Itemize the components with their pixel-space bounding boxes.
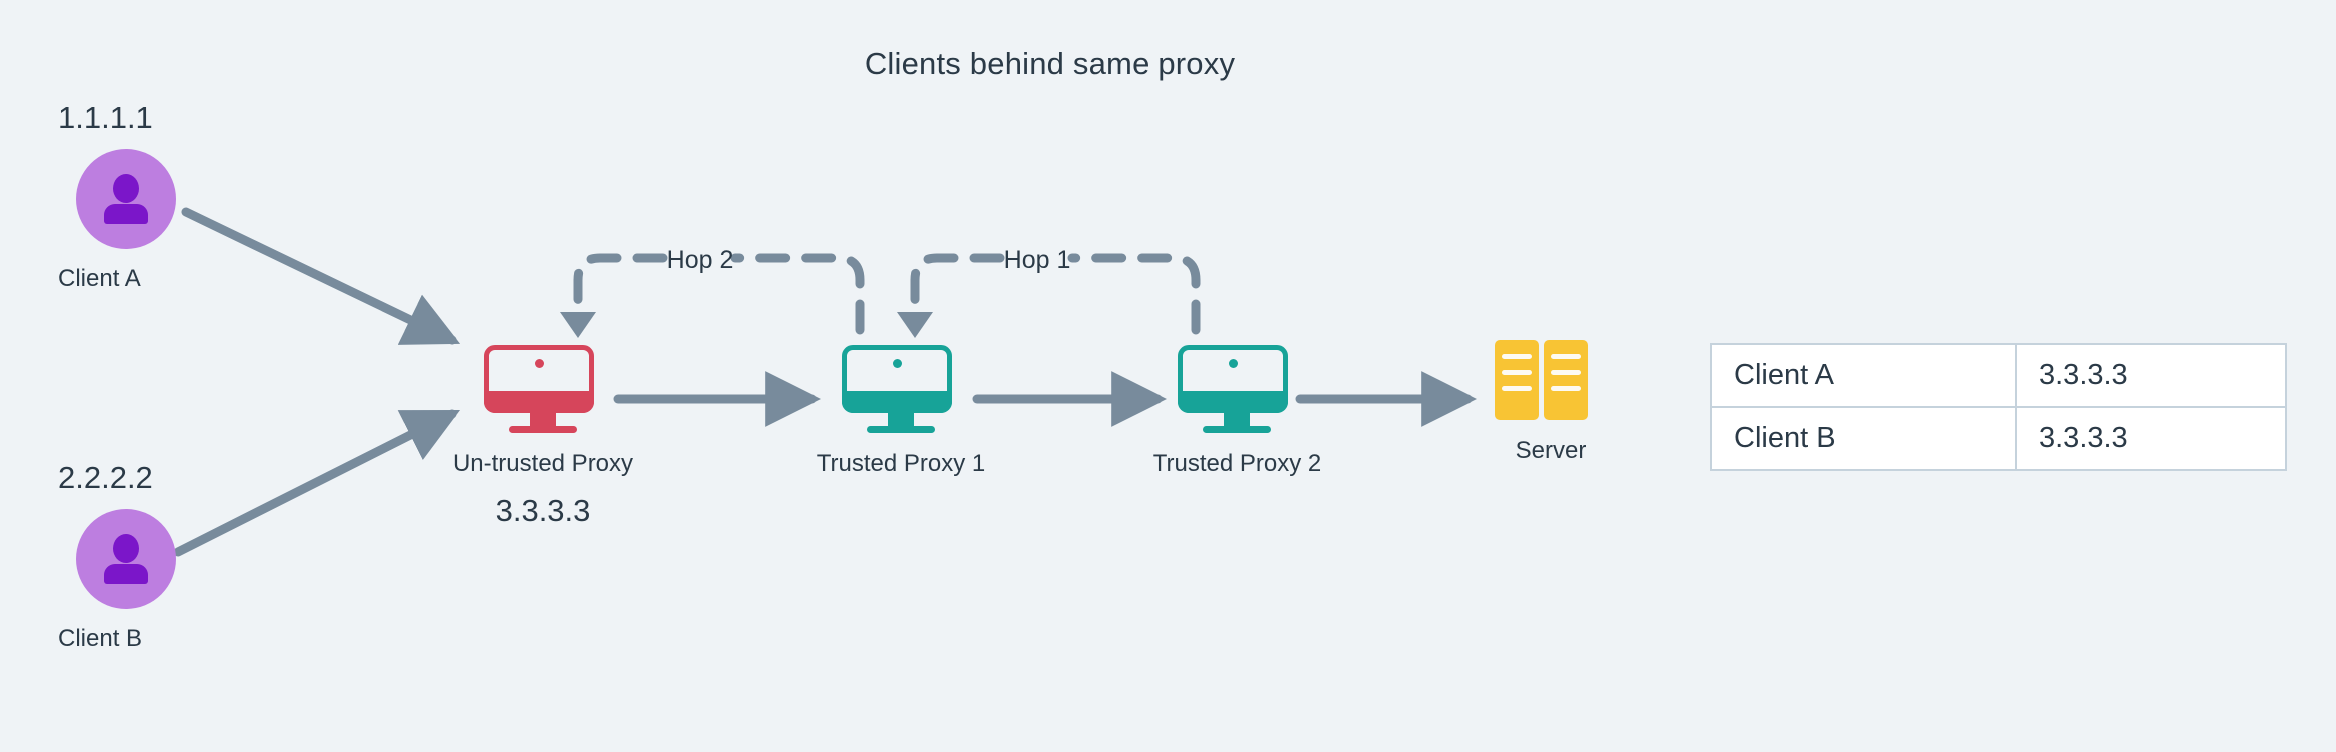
- server-slot-line: [1551, 354, 1581, 359]
- monitor-stand-neck: [530, 413, 556, 426]
- table-cell-client: Client B: [1710, 406, 2017, 471]
- trusted-proxy-1-label: Trusted Proxy 1: [816, 450, 986, 477]
- trusted-proxy-1-node[interactable]: Trusted Proxy 1: [817, 345, 985, 478]
- server-slot-line: [1502, 354, 1532, 359]
- monitor-stand-foot: [867, 426, 935, 433]
- monitor-stand-foot: [1203, 426, 1271, 433]
- client-b-node[interactable]: 2.2.2.2 Client B: [56, 460, 266, 653]
- untrusted-proxy-label: Un-trusted Proxy: [452, 450, 634, 477]
- hop-1-arrowhead-icon: [897, 312, 933, 338]
- trusted-proxy-2-node[interactable]: Trusted Proxy 2: [1153, 345, 1321, 478]
- monitor-stand-neck: [888, 413, 914, 426]
- client-b-ip: 2.2.2.2: [58, 460, 153, 495]
- monitor-base-band: [842, 391, 952, 413]
- server-label: Server: [1515, 437, 1587, 464]
- server-slot-line: [1551, 370, 1581, 375]
- avatar-body-shape: [104, 564, 148, 584]
- monitor-stand-neck: [1224, 413, 1250, 426]
- table-cell-ip: 3.3.3.3: [2015, 343, 2287, 408]
- server-rack-left: [1495, 340, 1539, 420]
- hop-2-label: Hop 2: [667, 246, 734, 274]
- server-slot-line: [1502, 386, 1532, 391]
- server-slot-line: [1502, 370, 1532, 375]
- hop-1-connector-left: [910, 253, 1005, 305]
- monitor-base-band: [1178, 391, 1288, 413]
- client-b-label: Client B: [58, 625, 143, 652]
- untrusted-proxy-node[interactable]: Un-trusted Proxy 3.3.3.3: [453, 345, 633, 529]
- client-a-ip: 1.1.1.1: [58, 100, 153, 135]
- monitor-camera-dot: [535, 359, 544, 368]
- hop-2-connector: [730, 253, 865, 335]
- client-ip-mapping-table: Client A 3.3.3.3 Client B 3.3.3.3: [1710, 343, 2287, 471]
- avatar-head-shape: [113, 174, 139, 203]
- table-cell-client: Client A: [1710, 343, 2017, 408]
- user-avatar-icon: [76, 509, 176, 609]
- hop-2-arrowhead-icon: [560, 312, 596, 338]
- monitor-icon: [842, 345, 952, 413]
- table-row: Client B 3.3.3.3: [1710, 406, 2287, 471]
- page-title: Clients behind same proxy: [864, 46, 1236, 81]
- hop-1-connector: [1067, 253, 1201, 335]
- trusted-proxy-2-label: Trusted Proxy 2: [1152, 450, 1322, 477]
- monitor-icon: [484, 345, 594, 413]
- hop-2-connector-left: [573, 253, 668, 305]
- server-rack-right: [1544, 340, 1588, 420]
- server-node[interactable]: Server: [1495, 340, 1607, 465]
- monitor-stand-foot: [509, 426, 577, 433]
- user-avatar-icon: [76, 149, 176, 249]
- monitor-camera-dot: [893, 359, 902, 368]
- monitor-icon: [1178, 345, 1288, 413]
- avatar-head-shape: [113, 534, 139, 563]
- server-slot-line: [1551, 386, 1581, 391]
- server-icon: [1495, 340, 1607, 420]
- monitor-base-band: [484, 391, 594, 413]
- table-row: Client A 3.3.3.3: [1710, 343, 2287, 408]
- hop-1-label: Hop 1: [1004, 246, 1071, 274]
- client-a-node[interactable]: 1.1.1.1 Client A: [56, 100, 266, 293]
- untrusted-proxy-ip: 3.3.3.3: [495, 493, 591, 528]
- monitor-camera-dot: [1229, 359, 1238, 368]
- table-cell-ip: 3.3.3.3: [2015, 406, 2287, 471]
- avatar-body-shape: [104, 204, 148, 224]
- client-a-label: Client A: [58, 265, 141, 292]
